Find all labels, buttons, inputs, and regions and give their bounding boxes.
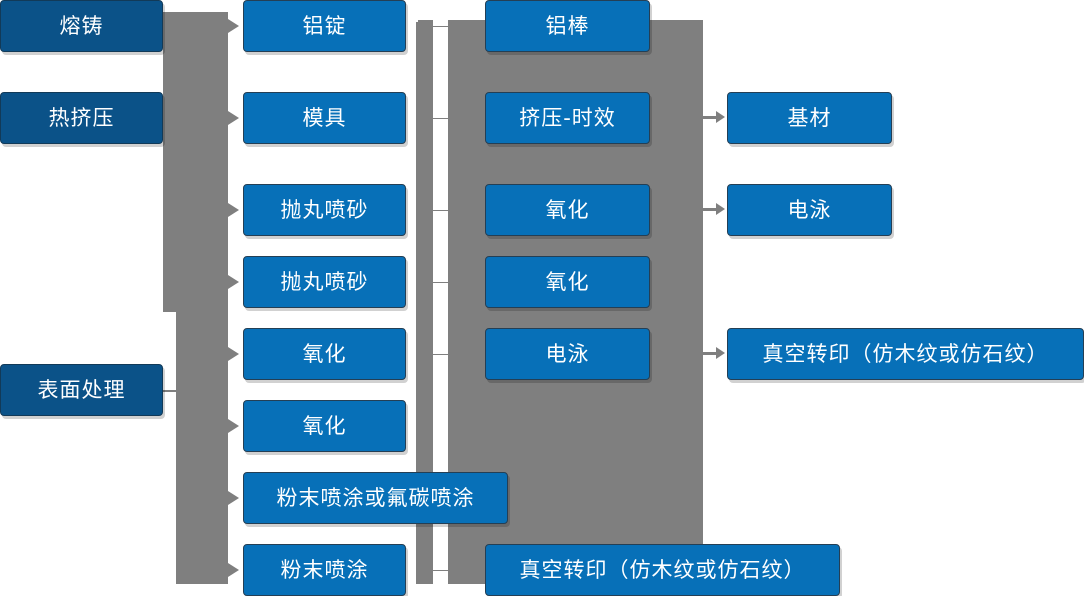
node-label-powder-or-pvdf-coating: 粉末喷涂或氟碳喷涂 [276,485,475,510]
rung-line-1 [433,26,449,27]
rung-line-6 [433,570,449,571]
rung-line-4 [433,282,449,283]
node-label-oxidation-2: 氧化 [302,413,347,438]
node-box-mould[interactable]: 模具 [243,92,406,144]
stage-label-melt-cast: 熔铸 [59,13,104,38]
stage-box-surface-treatment[interactable]: 表面处理 [0,364,163,416]
node-box-aluminum-bar[interactable]: 铝棒 [485,0,650,52]
connector-rung-gap-7 [433,572,448,596]
node-label-shot-blast-2: 抛丸喷砂 [280,269,369,294]
node-label-shot-blast-1: 抛丸喷砂 [280,197,369,222]
stage-label-hot-extrusion: 热挤压 [48,105,115,130]
node-label-mould: 模具 [302,105,347,130]
arrow-left-row-8 [228,563,239,577]
node-label-oxidation-4: 氧化 [545,269,590,294]
arrow-left-row-3 [228,203,239,217]
connector-rung-gap-2 [433,98,448,164]
node-label-aluminum-ingot: 铝锭 [302,13,347,38]
node-box-extrusion-aging[interactable]: 挤压-时效 [485,92,650,144]
node-label-vacuum-transfer-right: 真空转印（仿木纹或仿石纹） [762,341,1049,366]
connector-rung-gap-3 [433,170,448,236]
arrow-right-electrophoresis [703,203,725,215]
node-box-powder-or-pvdf-coating[interactable]: 粉末喷涂或氟碳喷涂 [243,472,508,524]
connector-rung-gap-6 [433,362,448,566]
node-box-powder-coating[interactable]: 粉末喷涂 [243,544,406,596]
stage-label-surface-treatment: 表面处理 [37,377,126,402]
node-box-substrate[interactable]: 基材 [727,92,892,144]
connector-rung-gap-5 [433,314,448,356]
node-label-powder-coating: 粉末喷涂 [280,557,369,582]
arrow-down-stage-2 [68,344,86,354]
arrow-right-vacuum-transfer [703,347,725,359]
node-box-electrophoresis-1[interactable]: 电泳 [485,328,650,380]
connector-rung-gap-1 [433,26,448,92]
node-box-shot-blast-2[interactable]: 抛丸喷砂 [243,256,406,308]
node-box-oxidation-4[interactable]: 氧化 [485,256,650,308]
node-label-electrophoresis-2: 电泳 [787,197,832,222]
arrow-left-row-7 [228,491,239,505]
rung-line-5 [433,354,449,355]
arrow-right-substrate [703,111,725,123]
node-label-oxidation-1: 氧化 [302,341,347,366]
node-box-vacuum-transfer-bottom[interactable]: 真空转印（仿木纹或仿石纹） [485,544,840,596]
connector-surface-stub [163,390,181,392]
node-label-substrate: 基材 [787,105,832,130]
rung-line-3 [433,210,449,211]
arrow-down-stage [68,72,86,82]
node-box-electrophoresis-2[interactable]: 电泳 [727,184,892,236]
node-box-aluminum-ingot[interactable]: 铝锭 [243,0,406,52]
node-label-electrophoresis-1: 电泳 [545,341,590,366]
node-label-vacuum-transfer-bottom: 真空转印（仿木纹或仿石纹） [519,557,806,582]
arrow-left-row-6 [228,419,239,433]
connector-mid-top-notch [406,0,418,22]
connector-mid-bar [416,20,433,584]
connector-left-spine [176,312,228,584]
node-box-vacuum-transfer-right[interactable]: 真空转印（仿木纹或仿石纹） [727,328,1084,380]
node-label-oxidation-3: 氧化 [545,197,590,222]
arrow-left-row-5 [228,347,239,361]
arrow-left-row-4 [228,275,239,289]
node-box-oxidation-3[interactable]: 氧化 [485,184,650,236]
node-box-shot-blast-1[interactable]: 抛丸喷砂 [243,184,406,236]
node-box-oxidation-2[interactable]: 氧化 [243,400,406,452]
connector-left-notch [163,312,176,388]
stage-box-hot-extrusion[interactable]: 热挤压 [0,92,163,144]
node-box-oxidation-1[interactable]: 氧化 [243,328,406,380]
connector-left-header-block [163,12,228,312]
node-label-aluminum-bar: 铝棒 [545,13,590,38]
rung-line-2 [433,118,449,119]
stage-box-melt-cast[interactable]: 熔铸 [0,0,163,52]
connector-rung-gap-4 [433,242,448,308]
arrow-left-row-1 [228,19,239,33]
node-label-extrusion-aging: 挤压-时效 [519,105,616,130]
arrow-left-row-2 [228,111,239,125]
